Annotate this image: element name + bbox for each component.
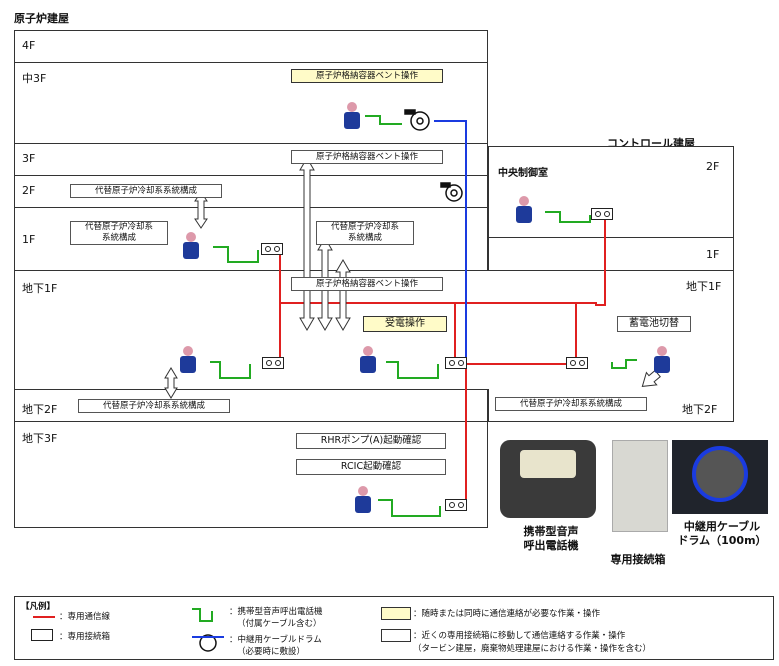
legend-white-text-1: ：近くの専用接続箱に移動して通信連絡する作業・操作 xyxy=(413,631,626,641)
floor-label-4f: 4F xyxy=(22,39,36,52)
junction-box-photo xyxy=(612,440,668,532)
green-cable-b3 xyxy=(378,499,441,517)
operator-icon xyxy=(180,346,196,373)
label-alt-cool-b2f-right: 代替原子炉冷却系系統構成 xyxy=(495,397,647,411)
phone-caption: 携帯型音声 呼出電話機 xyxy=(506,525,596,553)
floor-label-1f: 1F xyxy=(22,233,36,246)
green-cable-ctrl-b1 xyxy=(611,359,637,369)
arrow-b1-b2 xyxy=(164,367,178,399)
junction-box-1f xyxy=(261,243,283,255)
arrow-1f-b1-b xyxy=(335,259,351,331)
operator-icon xyxy=(516,196,532,223)
green-cable-b1-mid xyxy=(386,361,439,379)
arrow-ctrl-b1-b2 xyxy=(641,369,661,388)
green-cable-ctrl xyxy=(545,211,591,223)
legend-box-swatch xyxy=(31,629,53,641)
cable-drum-photo xyxy=(672,440,768,514)
label-battery: 蓄電池切替 xyxy=(617,316,691,332)
phone-caption-l2: 呼出電話機 xyxy=(523,539,579,552)
junction-box-ctrl-2f xyxy=(591,208,613,220)
red-line-ctrl xyxy=(575,303,578,359)
junction-box-b1f-left xyxy=(262,357,284,369)
operator-icon xyxy=(360,346,376,373)
legend-phone-text-1: ：携帯型音声呼出電話機 xyxy=(229,607,323,617)
floor-label-m3f: 中3F xyxy=(22,72,47,85)
legend-yellow-text: ：随時または同時に通信連絡が必要な作業・操作 xyxy=(413,609,601,619)
phone-caption-l1: 携帯型音声 xyxy=(523,525,579,538)
red-line-main xyxy=(279,220,606,306)
label-alt-cool-1f-left-l1: 代替原子炉冷却系 xyxy=(84,222,153,232)
label-alt-cool-b2f-left: 代替原子炉冷却系系統構成 xyxy=(78,399,230,413)
operator-icon xyxy=(183,232,199,259)
label-alt-cool-1f-right-l2: 系統構成 xyxy=(347,233,382,243)
arrow-2f-1f xyxy=(194,191,208,229)
legend-white-text-2: （タービン建屋，廃棄物処理建屋における作業・操作を含む） xyxy=(413,644,652,654)
operator-icon xyxy=(344,102,360,129)
floor-label-b3f: 地下3F xyxy=(22,432,58,445)
junction-box-ctrl-b1f xyxy=(566,357,588,369)
legend-line-swatch xyxy=(33,616,55,618)
phone-photo-panel xyxy=(520,450,576,478)
drum-caption-l1: 中継用ケーブル xyxy=(683,520,761,533)
floor-label-3f: 3F xyxy=(22,152,36,165)
legend-yellow-swatch xyxy=(381,607,411,620)
green-cable-m3f xyxy=(365,115,402,125)
ctrl-label-b2f: 地下2F xyxy=(682,403,718,416)
junction-box-b3f xyxy=(445,499,467,511)
ctrl-floor-b1f xyxy=(489,270,733,391)
label-vent-3f: 原子炉格納容器ベント操作 xyxy=(291,150,443,164)
legend-line-text: ：専用通信線 xyxy=(59,612,111,622)
legend: 【凡例】 ：専用通信線 ：専用接続箱 ：携帯型音声呼出電話機 （付属ケーブル含む… xyxy=(14,596,774,660)
drum-caption-l2: ドラム（100m） xyxy=(677,534,767,547)
label-alt-cool-1f-left-l2: 系統構成 xyxy=(101,233,136,243)
ctrl-label-1f: 1F xyxy=(706,248,720,261)
junction-caption: 専用接続箱 xyxy=(610,553,666,566)
drum-caption: 中継用ケーブル ドラム（100m） xyxy=(672,520,772,548)
reactor-building-title: 原子炉建屋 xyxy=(14,12,69,25)
ctrl-floor-1f xyxy=(488,237,734,271)
floor-label-b1f: 地下1F xyxy=(22,282,58,295)
label-rhr: RHRポンプ(A)起動確認 xyxy=(296,433,446,449)
legend-box-text: ：専用接続箱 xyxy=(59,632,111,642)
label-alt-cool-2f: 代替原子炉冷却系系統構成 xyxy=(70,184,222,198)
label-vent-b1f: 原子炉格納容器ベント操作 xyxy=(291,277,443,291)
legend-title: 【凡例】 xyxy=(21,602,56,612)
junction-box-b1f-mid xyxy=(445,357,467,369)
legend-phone-icon xyxy=(192,608,213,622)
label-alt-cool-1f-right-l1: 代替原子炉冷却系 xyxy=(330,222,399,232)
phone-photo xyxy=(500,440,596,518)
label-alt-cool-1f-right: 代替原子炉冷却系 系統構成 xyxy=(316,221,414,245)
ctrl-label-b1f: 地下1F xyxy=(686,280,722,293)
legend-drum-text-1: ：中継用ケーブルドラム xyxy=(229,635,322,645)
cable-drum-photo-reel xyxy=(692,446,748,502)
floor-4f xyxy=(14,30,488,63)
label-rcic: RCIC起動確認 xyxy=(296,459,446,475)
ctrl-label-2f: 2F xyxy=(706,160,720,173)
label-vent-m3f: 原子炉格納容器ベント操作 xyxy=(291,69,443,83)
label-alt-cool-1f-left: 代替原子炉冷却系 系統構成 xyxy=(70,221,168,245)
operator-icon xyxy=(355,486,371,513)
floor-label-b2f: 地下2F xyxy=(22,403,58,416)
legend-drum-text-2: （必要時に敷設） xyxy=(237,647,306,657)
green-cable-1f xyxy=(213,246,259,263)
arrow-3f-b1 xyxy=(299,157,315,331)
legend-drum-icon xyxy=(192,634,224,652)
legend-white-swatch xyxy=(381,629,411,642)
green-cable-b1-left xyxy=(210,361,251,379)
operator-icon xyxy=(654,346,670,373)
blue-drum-line xyxy=(434,120,467,357)
label-central-control-room: 中央制御室 xyxy=(498,168,548,179)
floor-label-2f: 2F xyxy=(22,184,36,197)
legend-phone-text-2: （付属ケーブル含む） xyxy=(237,619,322,629)
label-power: 受電操作 xyxy=(363,316,447,332)
